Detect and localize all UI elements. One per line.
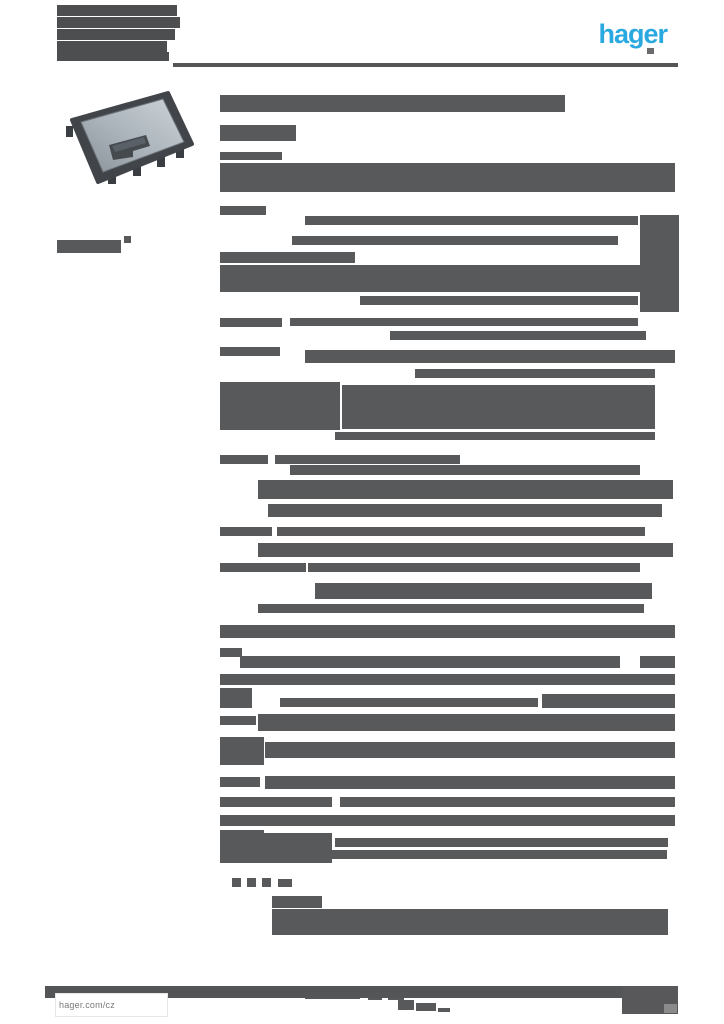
spec-section-4 xyxy=(542,694,675,708)
spec-section-1 xyxy=(360,296,638,305)
spec-section-2 xyxy=(220,347,280,356)
spec-section-3 xyxy=(220,563,306,572)
header-rule xyxy=(173,63,678,67)
hager-logo: hager xyxy=(598,19,668,49)
spec-section-1 xyxy=(220,206,266,215)
spec-section-1 xyxy=(220,252,355,263)
header-address-line xyxy=(57,41,167,52)
header-address-line xyxy=(57,5,177,16)
spec-section-4 xyxy=(220,688,252,708)
spec-section-2 xyxy=(305,350,675,363)
spec-section-6 xyxy=(220,833,332,863)
spec-section-2 xyxy=(220,382,340,430)
spec-section-1 xyxy=(292,236,618,245)
logo-trademark-icon xyxy=(647,48,654,54)
spec-section-3 xyxy=(275,455,460,464)
spec-section-4 xyxy=(220,674,675,685)
spec-section-2 xyxy=(335,432,655,440)
spec-section-3 xyxy=(277,527,645,536)
footer-site-plate: hager.com/cz xyxy=(55,993,168,1017)
spec-section-3 xyxy=(258,604,644,613)
intro-paragraph xyxy=(220,163,675,192)
closing-paragraph xyxy=(272,896,322,908)
header-address-line xyxy=(57,29,175,40)
spec-section-6 xyxy=(262,878,271,887)
spec-section-4 xyxy=(258,714,675,731)
spec-section-6 xyxy=(335,838,668,847)
header-address-line xyxy=(57,17,180,28)
product-title-line xyxy=(220,95,565,112)
spec-section-4 xyxy=(240,656,620,668)
spec-section-5 xyxy=(265,776,675,789)
spec-section-1 xyxy=(640,215,679,312)
spec-section-4 xyxy=(640,656,675,668)
spec-section-1 xyxy=(220,265,640,292)
header-address-line xyxy=(57,52,169,61)
box-lid xyxy=(80,98,185,173)
spec-section-4 xyxy=(220,716,256,725)
spec-section-6 xyxy=(278,879,292,887)
spec-section-4 xyxy=(220,648,242,657)
spec-section-3 xyxy=(290,465,640,475)
product-photo xyxy=(66,91,194,184)
spec-section-2 xyxy=(220,318,282,327)
footer-site-link[interactable]: hager.com/cz xyxy=(59,1000,115,1010)
footer-note-marks xyxy=(416,1003,436,1011)
product-reference-line xyxy=(220,125,296,141)
spec-section-3 xyxy=(220,455,268,464)
spec-section-3 xyxy=(258,480,673,499)
spec-section-4 xyxy=(280,698,538,707)
closing-paragraph xyxy=(272,909,668,935)
footer-bar xyxy=(45,986,678,998)
margin-new-label xyxy=(124,236,131,243)
spec-section-5 xyxy=(265,742,675,758)
spec-section-2 xyxy=(415,369,655,378)
spec-section-3 xyxy=(258,543,673,557)
spec-section-3 xyxy=(220,527,272,536)
margin-new-label xyxy=(57,240,121,253)
page-number-notch xyxy=(664,1004,677,1013)
box-feet xyxy=(66,126,184,184)
spec-section-3 xyxy=(268,504,662,517)
spec-section-2 xyxy=(390,331,646,340)
box-handle-inner xyxy=(112,137,146,152)
spec-section-5 xyxy=(220,815,675,826)
footer-note-marks xyxy=(398,1000,414,1010)
intro-label xyxy=(220,152,282,160)
spec-section-1 xyxy=(305,216,638,225)
spec-section-2 xyxy=(342,385,655,429)
spec-section-5 xyxy=(220,777,260,787)
spec-section-5 xyxy=(220,737,264,765)
spec-section-4 xyxy=(220,625,675,638)
spec-section-6 xyxy=(247,878,256,887)
spec-section-6 xyxy=(327,850,667,859)
spec-section-3 xyxy=(315,583,652,599)
spec-section-5 xyxy=(220,797,332,807)
spec-section-3 xyxy=(308,563,640,572)
spec-section-2 xyxy=(290,318,638,326)
spec-section-6 xyxy=(232,878,241,887)
footer-note-marks xyxy=(438,1008,450,1012)
spec-section-5 xyxy=(340,797,675,807)
